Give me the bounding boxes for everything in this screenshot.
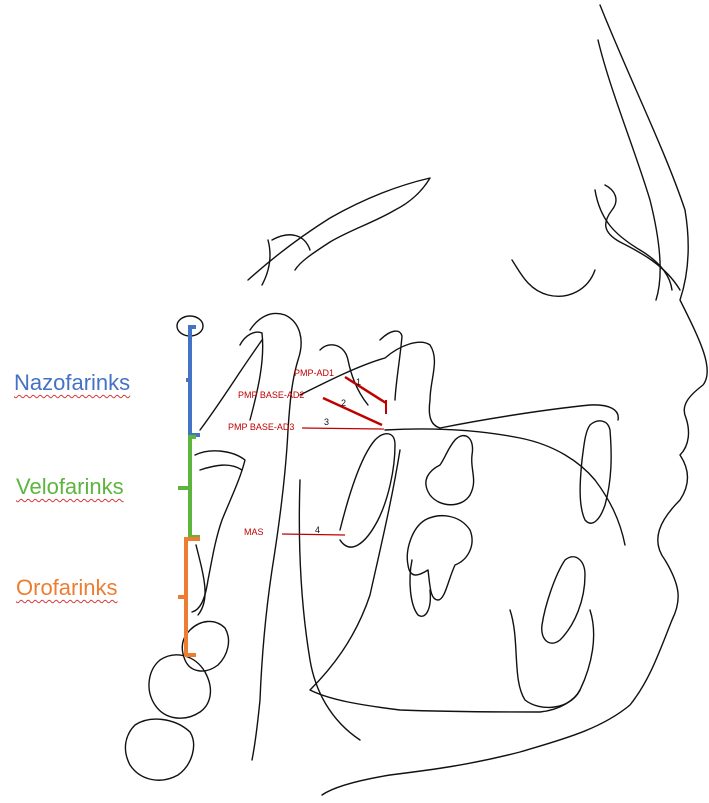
pterygoid-plate-outline — [380, 331, 402, 400]
mas-label: MAS — [244, 527, 264, 537]
orbit-outline — [512, 260, 595, 296]
pmp-base-ad2-line — [323, 398, 382, 425]
upper-molar-outline — [426, 436, 474, 505]
tongue-outline — [385, 429, 625, 545]
pmp-ad1-label: PMP-AD1 — [294, 368, 334, 378]
nasopharynx-label: Nazofarinks — [14, 370, 130, 396]
pmp-base-ad3-line — [302, 428, 384, 429]
measurement-lines — [282, 377, 386, 535]
velopharynx-wall-outline — [200, 465, 242, 470]
lower-molar-outline — [407, 516, 472, 600]
oropharynx-bracket — [178, 539, 200, 655]
velopharynx-bracket — [178, 437, 200, 537]
hyoid-outline — [182, 621, 228, 671]
pmp-ad1-line — [345, 377, 386, 403]
clivus-outline — [200, 340, 262, 430]
nasal-cavity-outline — [605, 185, 680, 290]
velopharynx-label: Velofarinks — [16, 474, 124, 500]
palate-outline — [300, 342, 618, 428]
tongue-dorsum-outline — [340, 434, 395, 547]
pmp-base-ad2-label: PMP BASE-AD2 — [238, 390, 304, 400]
lower-incisor-outline — [542, 557, 585, 643]
measurement-number-3: 3 — [324, 417, 329, 427]
oropharynx-label: Orofarinks — [16, 575, 117, 601]
cranial-base-outline — [248, 178, 430, 280]
anterior-pharyngeal-wall — [240, 332, 263, 420]
upper-incisor-outline — [580, 421, 611, 523]
cervical-vertebra-c1 — [192, 451, 245, 612]
inner-profile-outline — [598, 40, 660, 300]
measurement-number-4: 4 — [315, 525, 320, 535]
mandible-outline — [310, 450, 580, 712]
cervical-vertebra-c3 — [125, 719, 193, 780]
cervical-vertebra-c2 — [149, 655, 210, 718]
measurement-number-1: 1 — [356, 377, 361, 387]
mas-line — [282, 534, 345, 535]
pmp-base-ad3-label: PMP BASE-AD3 — [228, 422, 294, 432]
mandible-symphysis-outline — [510, 610, 594, 707]
lower-premolar-root-outline — [410, 560, 430, 616]
measurement-number-2: 2 — [341, 398, 346, 408]
nasopharynx-bracket — [186, 327, 200, 435]
mandible-ramus-outline — [299, 480, 360, 740]
sphenoid-outline — [262, 235, 310, 285]
